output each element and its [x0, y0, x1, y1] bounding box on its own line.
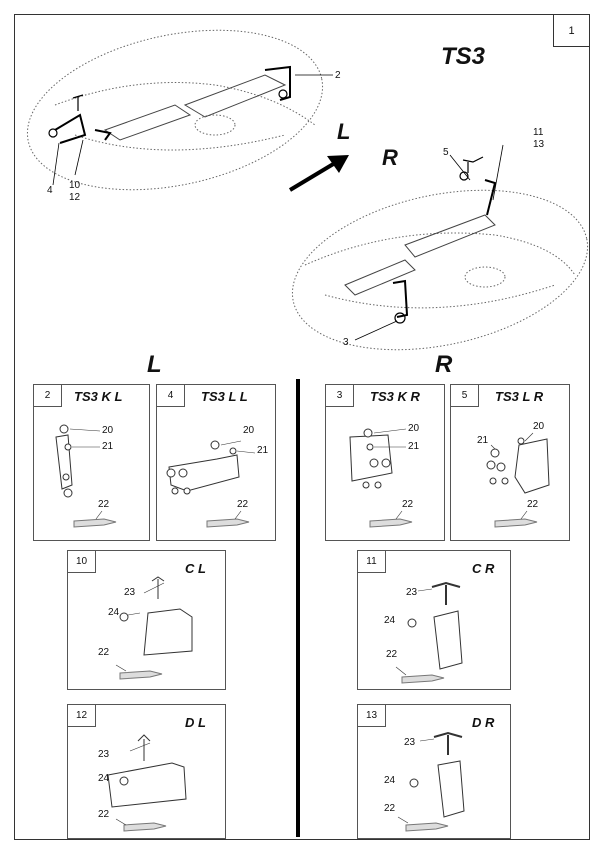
callout-10: 10	[69, 180, 81, 191]
callout-5: 5	[443, 147, 449, 158]
kit-title: D R	[472, 715, 495, 730]
callout-12: 12	[69, 192, 81, 203]
kit-box-2: 2 TS3 K L 20 21 22	[33, 384, 150, 541]
kit-box-11: 11 C R 23 24 22	[357, 550, 511, 690]
part-label: 22	[98, 809, 110, 820]
kit-box-3: 3 TS3 K R 20 21 22	[325, 384, 445, 541]
kit-index: 10	[68, 551, 96, 573]
part-label: 23	[404, 737, 416, 748]
part-label: 21	[257, 445, 269, 456]
part-label: 24	[384, 615, 396, 626]
kit-parts-drawing	[107, 734, 187, 832]
overview-illustration	[26, 29, 589, 351]
kit-parts-drawing	[115, 576, 193, 680]
page-number: 1	[553, 15, 589, 47]
part-label: 22	[402, 499, 414, 510]
part-label: 21	[477, 435, 489, 446]
kit-index: 11	[358, 551, 386, 573]
part-label: 22	[237, 499, 249, 510]
kit-box-13: 13 D R 23 24 22	[357, 704, 511, 839]
part-label: 23	[406, 587, 418, 598]
part-label: 20	[408, 423, 420, 434]
kit-index: 13	[358, 705, 386, 727]
column-divider	[296, 379, 300, 837]
callout-13: 13	[533, 139, 545, 150]
kit-title: C R	[472, 561, 495, 576]
kit-index: 5	[451, 385, 479, 407]
part-label: 22	[386, 649, 398, 660]
part-label: 24	[108, 607, 120, 618]
kit-index: 12	[68, 705, 96, 727]
kit-index: 2	[34, 385, 62, 407]
part-label: 22	[384, 803, 396, 814]
part-label: 24	[98, 773, 110, 784]
overview-side-right: R	[382, 145, 398, 170]
kit-box-12: 12 D L 23 24 22	[67, 704, 226, 839]
direction-arrow	[288, 155, 349, 192]
kit-parts-drawing	[486, 432, 550, 528]
callout-11: 11	[533, 127, 544, 138]
column-right-header: R	[435, 351, 453, 378]
kit-parts-drawing	[55, 424, 117, 528]
kit-box-10: 10 C L 23 24 22	[67, 550, 226, 690]
kit-box-4: 4 TS3 L L 20 21 22	[156, 384, 276, 541]
kit-title: D L	[185, 715, 206, 730]
column-left-header: L	[147, 351, 162, 378]
part-label: 20	[102, 425, 114, 436]
kit-index: 4	[157, 385, 185, 407]
part-label: 21	[102, 441, 114, 452]
overview-side-left: L	[337, 119, 351, 144]
kit-parts-drawing	[349, 428, 413, 528]
kit-parts-drawing	[166, 440, 256, 528]
part-label: 21	[408, 441, 420, 452]
kit-title: C L	[185, 561, 206, 576]
kit-parts-drawing	[395, 581, 463, 684]
part-label: 22	[98, 647, 110, 658]
kit-title: TS3 L L	[201, 389, 248, 404]
parts-sheet: 1	[14, 14, 590, 840]
part-label: 20	[243, 425, 255, 436]
kit-parts-drawing	[397, 731, 465, 832]
part-label: 22	[527, 499, 539, 510]
part-label: 22	[98, 499, 110, 510]
kit-title: TS3 K R	[370, 389, 420, 404]
part-label: 24	[384, 775, 396, 786]
part-label: 20	[533, 421, 545, 432]
part-label: 23	[124, 587, 136, 598]
model-title: TS3	[441, 43, 486, 70]
kit-box-5: 5 TS3 L R 20 21 22	[450, 384, 570, 541]
callout-4: 4	[47, 185, 53, 196]
kit-title: TS3 K L	[74, 389, 123, 404]
callout-3: 3	[343, 337, 349, 348]
callout-2: 2	[335, 70, 341, 81]
part-label: 23	[98, 749, 110, 760]
kit-index: 3	[326, 385, 354, 407]
kit-title: TS3 L R	[495, 389, 544, 404]
